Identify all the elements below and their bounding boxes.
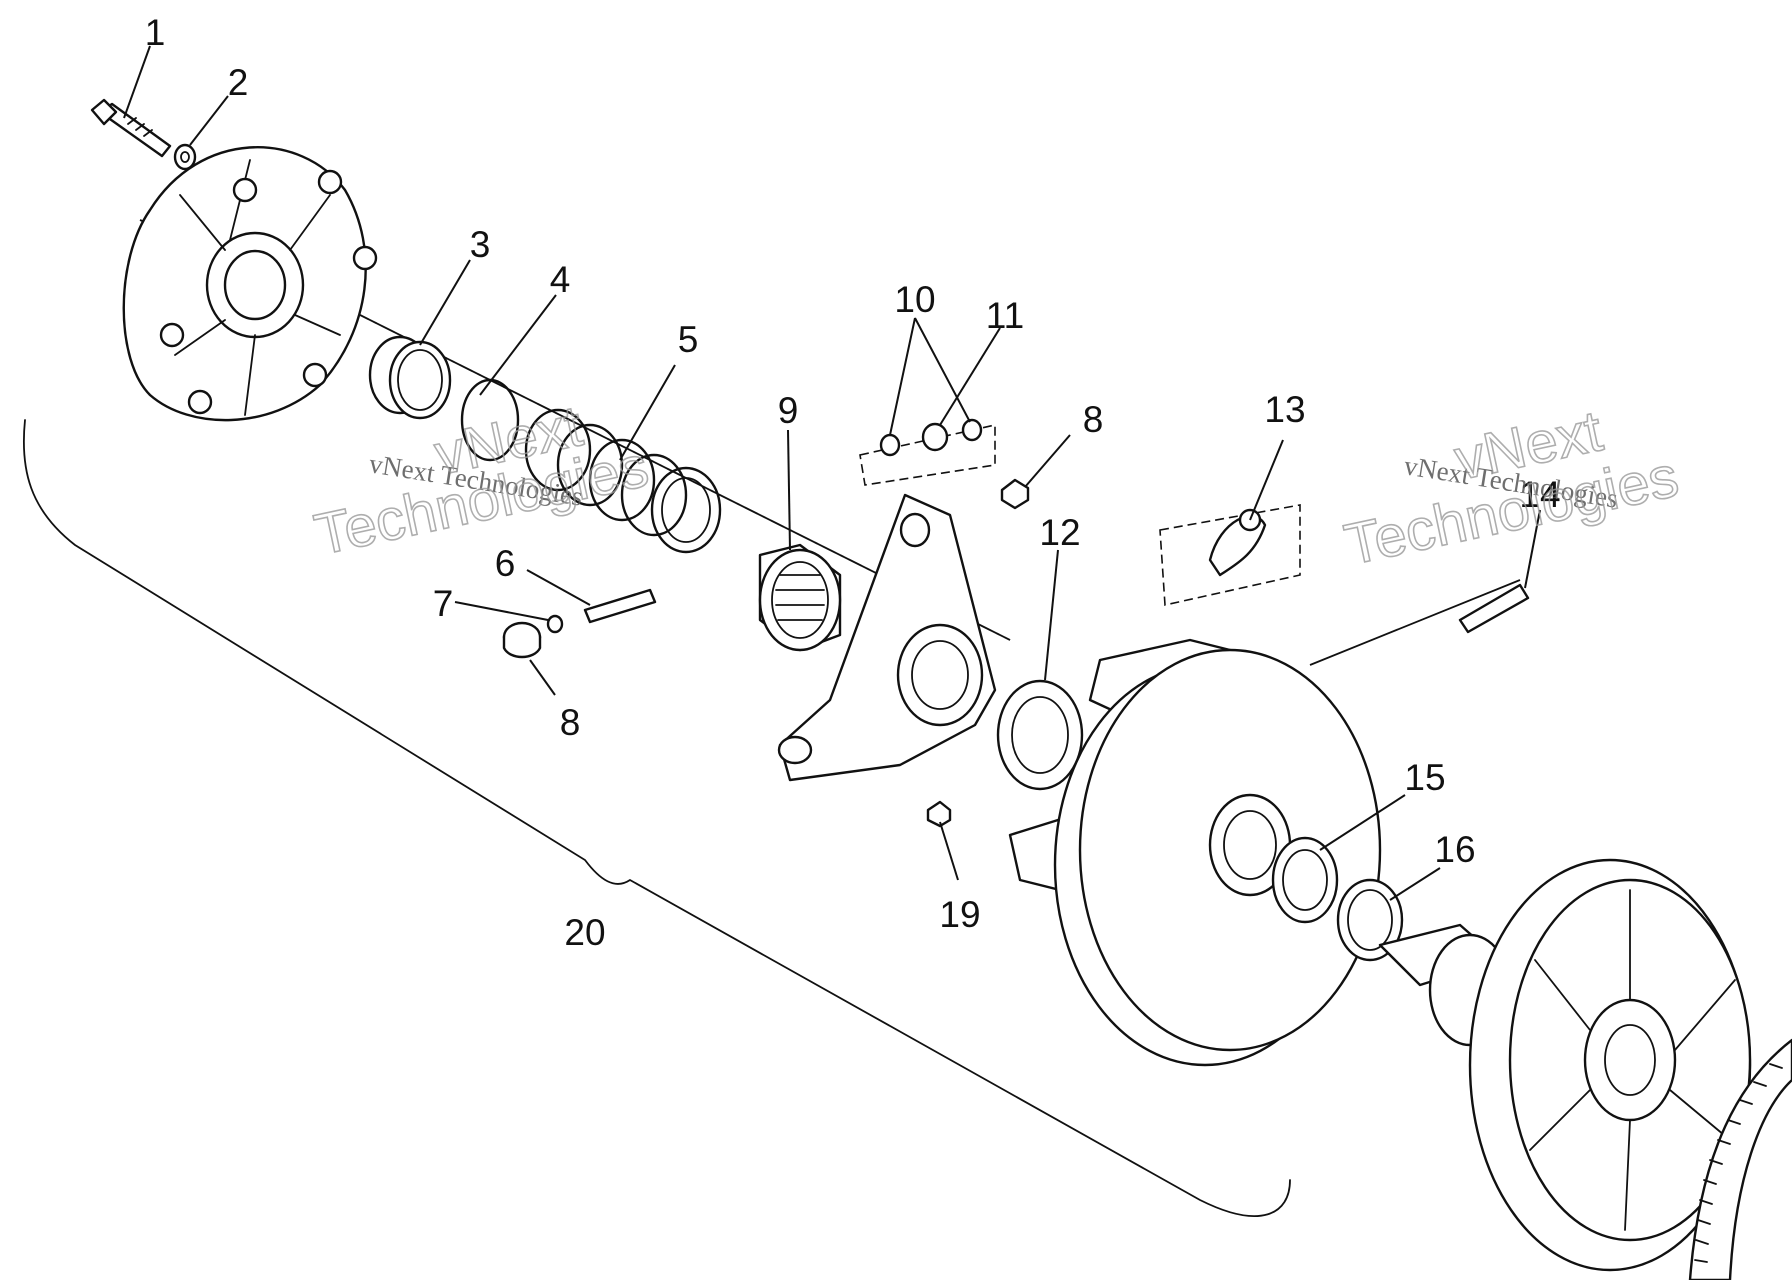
fixed-sheave-part: [1378, 858, 1752, 1272]
roller-bushing-part: [758, 543, 842, 652]
bushing-part: [368, 335, 452, 420]
callout-16: 16: [1434, 829, 1475, 870]
weight-detail-box: [859, 424, 996, 486]
pin-part: [583, 588, 657, 624]
callout-15: 15: [1404, 757, 1445, 798]
button-part: [502, 621, 542, 659]
washer-part: [173, 143, 197, 171]
ring-gear-part: [1688, 1038, 1792, 1280]
callout-12: 12: [1039, 512, 1080, 553]
snap-ring-part: [460, 378, 520, 462]
cam-detail-box: [1159, 504, 1301, 606]
callout-leaders: [123, 45, 1541, 901]
callout-7: 7: [433, 583, 454, 624]
callout-5: 5: [678, 319, 699, 360]
callout-8-lower: 8: [560, 702, 581, 743]
thrust-washer-part: [996, 679, 1084, 791]
callout-1: 1: [145, 12, 166, 53]
bolt-part: [90, 98, 172, 158]
washer-10b-part: [961, 418, 983, 442]
bushing-11-part: [921, 422, 949, 452]
assembly-brace: [22, 419, 1291, 1217]
small-nut-part: [926, 800, 952, 828]
callout-8-upper: 8: [1083, 399, 1104, 440]
callout-9: 9: [778, 390, 799, 431]
cover-part: [122, 146, 378, 422]
callout-11: 11: [986, 295, 1024, 336]
nut-part: [1000, 478, 1030, 510]
washer-10a-part: [879, 433, 901, 457]
callout-19: 19: [939, 894, 980, 935]
spring-part: [524, 408, 722, 554]
pin-14-part: [1458, 583, 1530, 634]
right-axis: [1309, 579, 1521, 666]
moveable-sheave-part: [1008, 638, 1382, 1067]
callout-14: 14: [1519, 474, 1560, 515]
ball-part: [546, 614, 564, 634]
spider-arm-part: [777, 493, 997, 782]
callout-13: 13: [1264, 389, 1305, 430]
callout-2: 2: [228, 62, 249, 103]
callout-4: 4: [550, 259, 571, 300]
callout-20: 20: [564, 912, 605, 953]
callout-6: 6: [495, 543, 516, 584]
callout-3: 3: [470, 224, 491, 265]
callout-10: 10: [894, 279, 935, 320]
